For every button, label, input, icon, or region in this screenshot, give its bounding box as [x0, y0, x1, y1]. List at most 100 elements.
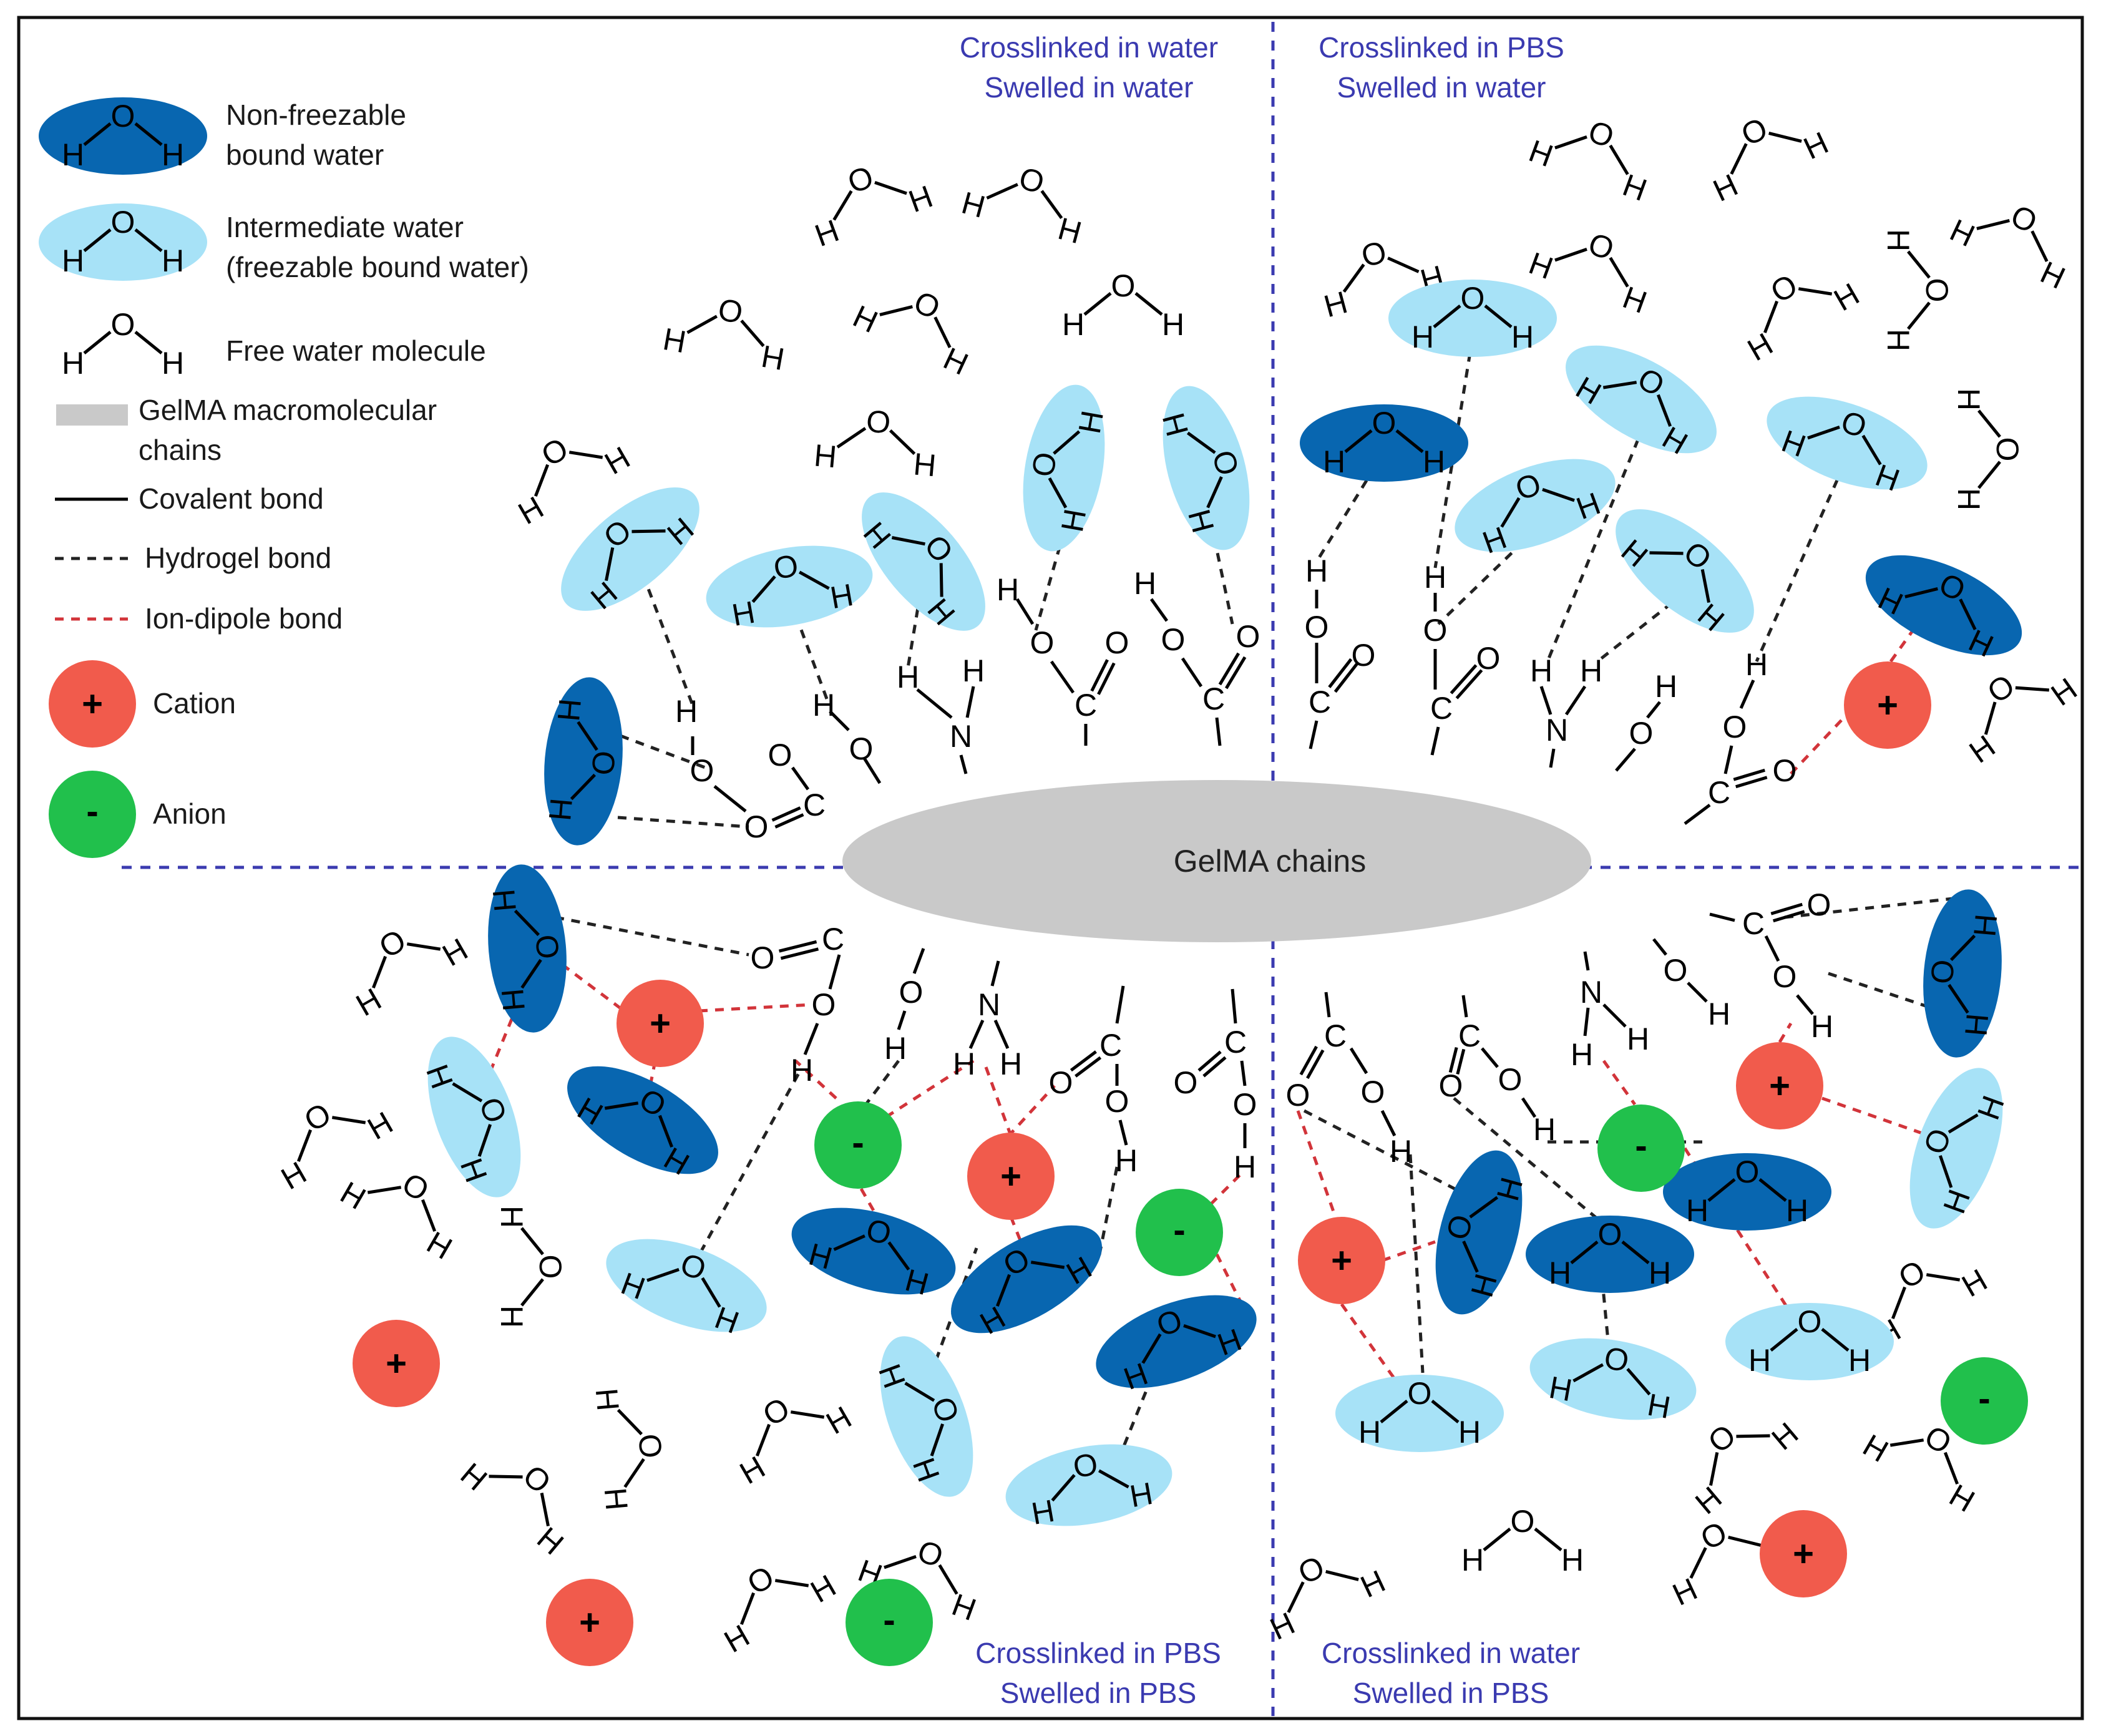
non-freezable-water-molecule: OHH: [486, 864, 567, 1033]
non-freezable-water-molecule: OHH: [1096, 1295, 1257, 1397]
svg-text:+: +: [579, 1602, 600, 1643]
covalent-bond: [1149, 598, 1169, 622]
svg-text:O: O: [849, 731, 874, 766]
svg-text:H: H: [62, 137, 84, 172]
svg-text:-: -: [852, 1123, 864, 1163]
covalent-bond: [1118, 1119, 1128, 1146]
svg-text:H: H: [821, 1400, 857, 1441]
intermediate-water-molecule: OHH: [872, 1336, 973, 1497]
svg-text:H: H: [675, 694, 698, 729]
cation-ion: +: [546, 1579, 633, 1666]
svg-text:O: O: [1629, 716, 1654, 751]
svg-text:O: O: [690, 753, 714, 788]
svg-text:O: O: [1511, 1504, 1535, 1539]
svg-text:H: H: [1958, 1012, 1995, 1038]
covalent-bond: [771, 806, 801, 822]
legend-anion: - Anion: [49, 771, 227, 858]
svg-text:O: O: [909, 284, 945, 326]
svg-text:H: H: [1786, 1193, 1808, 1228]
svg-text:H: H: [494, 1206, 529, 1228]
covalent-bond: [1770, 902, 1803, 915]
svg-text:N: N: [1580, 975, 1602, 1010]
free-water-molecule: OHH: [1945, 198, 2070, 296]
svg-text:-: -: [86, 791, 98, 832]
covalent-bond: [1448, 1046, 1458, 1073]
svg-text:O: O: [899, 975, 924, 1010]
ion-dipole-bond: [984, 1066, 1013, 1136]
hydrogen-bond: [794, 614, 829, 700]
svg-text:O: O: [517, 1458, 558, 1501]
svg-text:H: H: [334, 1175, 371, 1217]
svg-text:H: H: [454, 1456, 494, 1498]
hydrogen-bond: [691, 1072, 801, 1268]
free-water-molecule: OHH: [718, 1559, 842, 1659]
intermediate-water-molecule: OHH: [1023, 384, 1110, 552]
svg-text:O: O: [757, 1390, 796, 1433]
svg-text:O: O: [1286, 1078, 1310, 1113]
svg-text:H: H: [162, 137, 184, 172]
cation-ion: +: [1760, 1510, 1847, 1597]
svg-text:H: H: [1355, 1563, 1390, 1604]
covalent-bond: [1481, 1047, 1499, 1068]
svg-text:H: H: [1627, 1022, 1649, 1056]
covalent-bond: [1380, 1109, 1397, 1137]
svg-text:O: O: [535, 431, 574, 473]
non-freezable-water-molecule: OHH: [567, 1066, 718, 1182]
svg-text:H: H: [1511, 319, 1534, 354]
svg-text:H: H: [599, 440, 636, 482]
covalent-bond: [1075, 1056, 1102, 1078]
svg-text:Free water molecule: Free water molecule: [226, 334, 486, 367]
svg-text:O: O: [865, 404, 892, 441]
intermediate-water-molecule: OHH: [1566, 345, 1717, 461]
covalent-bond: [1218, 652, 1240, 686]
covalent-bond: [1306, 1049, 1325, 1080]
svg-text:H: H: [1618, 280, 1651, 320]
svg-text:H: H: [848, 298, 883, 339]
covalent-bond: [1181, 657, 1203, 688]
free-water-molecule: OHH: [1963, 668, 2084, 770]
gelma-swatch-icon: [56, 404, 128, 426]
svg-text:H: H: [1708, 167, 1743, 208]
svg-text:H: H: [812, 437, 838, 474]
anion-ion: -: [1941, 1357, 2028, 1445]
svg-text:C: C: [1099, 1028, 1122, 1063]
covalent-bond: [1231, 988, 1237, 1024]
cation-ion: +: [353, 1320, 440, 1407]
svg-text:O: O: [1893, 1253, 1931, 1295]
svg-text:H: H: [1881, 229, 1916, 251]
svg-text:C: C: [1324, 1018, 1347, 1053]
svg-text:O: O: [1025, 449, 1064, 479]
anion-ion: -: [1597, 1105, 1685, 1192]
svg-text:C: C: [1742, 906, 1765, 941]
anion-ion: -: [1136, 1189, 1223, 1276]
non-freezable-water-molecule: OHH: [791, 1207, 956, 1302]
covalent-bond: [1615, 748, 1636, 772]
svg-text:H: H: [1857, 1428, 1894, 1470]
covalent-bond: [1684, 804, 1711, 825]
covalent-bond: [1097, 662, 1116, 695]
svg-text:O: O: [1293, 1549, 1330, 1591]
covalent-bond: [1652, 938, 1667, 956]
svg-text:H: H: [912, 446, 938, 483]
svg-text:H: H: [1649, 1256, 1671, 1290]
svg-text:H: H: [805, 1568, 842, 1610]
cation-ion: +: [617, 980, 704, 1067]
svg-text:H: H: [2035, 255, 2070, 296]
svg-text:Anion: Anion: [153, 797, 227, 830]
covalent-bond: [959, 754, 968, 774]
svg-text:O: O: [1476, 641, 1501, 676]
covalent-bond: [1090, 659, 1109, 692]
covalent-bond: [1115, 985, 1125, 1024]
svg-text:O: O: [1924, 958, 1961, 985]
svg-text:O: O: [1439, 1068, 1463, 1103]
svg-text:H: H: [1618, 167, 1651, 208]
svg-text:O: O: [1990, 437, 2025, 462]
